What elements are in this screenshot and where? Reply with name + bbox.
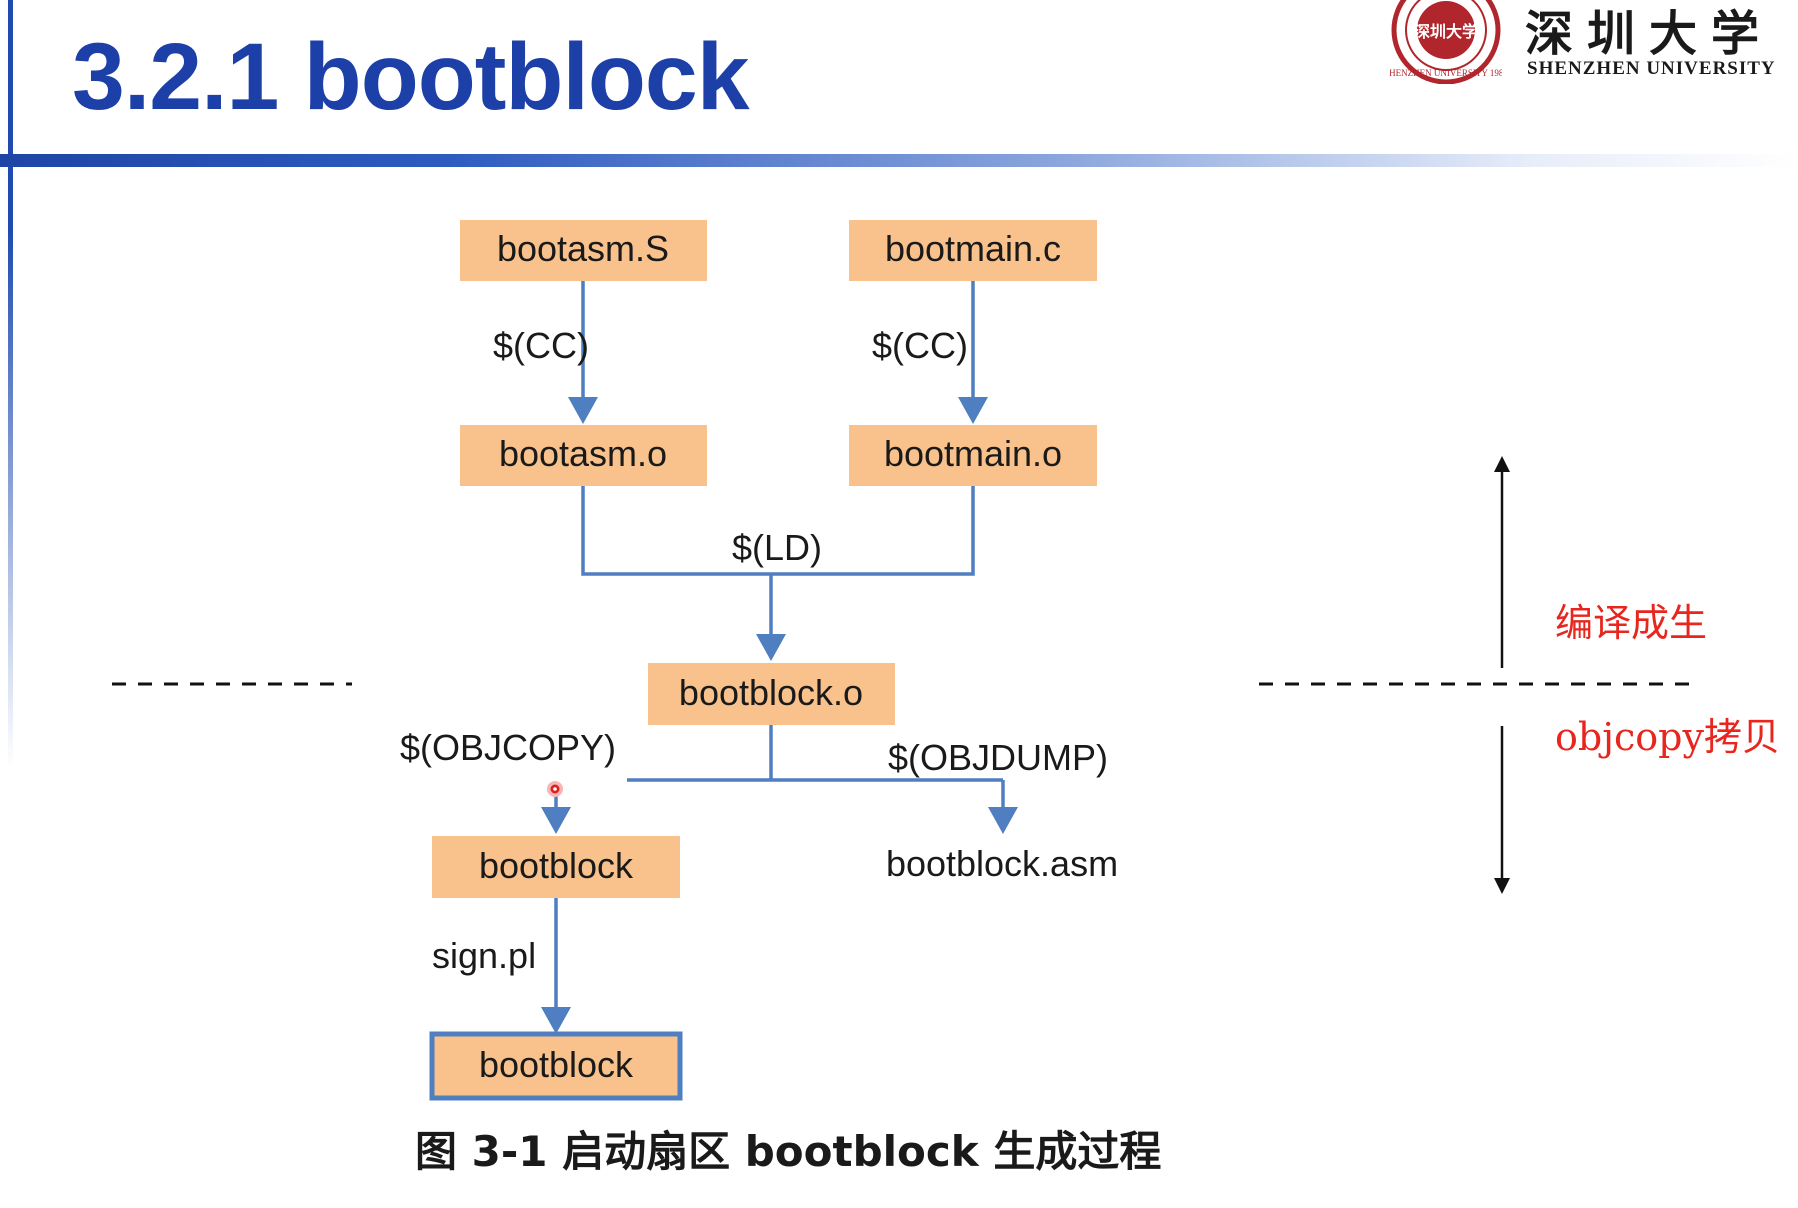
node-bootmain-c-label: bootmain.c	[885, 228, 1061, 269]
edge-label-ld: $(LD)	[732, 527, 822, 568]
copy-arrow-down-icon	[1494, 878, 1510, 894]
node-bootblock-o	[648, 663, 895, 725]
node-bootblock-asm-label: bootblock.asm	[886, 843, 1118, 884]
node-bootasm-s-label: bootasm.S	[497, 228, 669, 269]
node-bootblock	[432, 836, 680, 898]
university-name-zh: 深圳大学	[1525, 6, 1774, 62]
arrowhead-bootmain-o	[958, 397, 988, 424]
slide-title: 3.2.1 bootblock	[72, 24, 750, 130]
arrowhead-bootblock-asm	[988, 807, 1018, 834]
node-bootasm-s	[460, 220, 707, 281]
arrowhead-bootblock-signed	[541, 1007, 571, 1034]
edge-label-sign: sign.pl	[432, 935, 536, 976]
edge-label-cc-right: $(CC)	[872, 325, 968, 366]
diagram-edges	[541, 280, 1018, 1034]
annotation-compile: 编译成生	[1555, 601, 1707, 645]
node-bootasm-o	[460, 425, 707, 486]
annotation-objcopy-copy: objcopy拷贝	[1555, 715, 1780, 759]
title-underline	[0, 154, 1798, 167]
edge-label-cc-left: $(CC)	[493, 325, 589, 366]
cursor-dot-icon	[547, 781, 563, 797]
figure-caption: 图 3-1 启动扇区 bootblock 生成过程	[415, 1127, 1162, 1176]
node-bootblock-signed-label: bootblock	[479, 1044, 634, 1085]
university-name-en: SHENZHEN UNIVERSITY	[1527, 58, 1776, 79]
edge-bootasm-o-to-link	[581, 486, 975, 576]
university-seal-icon: 深圳大学 SHENZHEN UNIVERSITY 1983	[1390, 0, 1502, 84]
edge-label-objdump: $(OBJDUMP)	[888, 737, 1108, 778]
arrowhead-bootblock	[541, 807, 571, 834]
node-bootblock-signed	[429, 1031, 683, 1101]
edge-label-objcopy: $(OBJCOPY)	[400, 727, 616, 768]
node-bootasm-o-label: bootasm.o	[499, 433, 667, 474]
seal-center-text: 深圳大学	[1414, 22, 1478, 41]
arrowhead-bootblock-o	[756, 634, 786, 661]
node-bootmain-c	[849, 220, 1097, 281]
node-bootmain-o-label: bootmain.o	[884, 433, 1062, 474]
compile-arrow-up-icon	[1494, 456, 1510, 472]
node-bootblock-label: bootblock	[479, 845, 634, 886]
node-bootmain-o	[849, 425, 1097, 486]
seal-ring-text: SHENZHEN UNIVERSITY 1983	[1390, 68, 1502, 78]
arrowhead-bootasm-o	[568, 397, 598, 424]
node-bootblock-o-label: bootblock.o	[679, 672, 863, 713]
left-accent-rule	[8, 0, 13, 768]
university-logo: 深圳大学 SHENZHEN UNIVERSITY 1983 深圳大学 SHENZ…	[1390, 0, 1790, 92]
